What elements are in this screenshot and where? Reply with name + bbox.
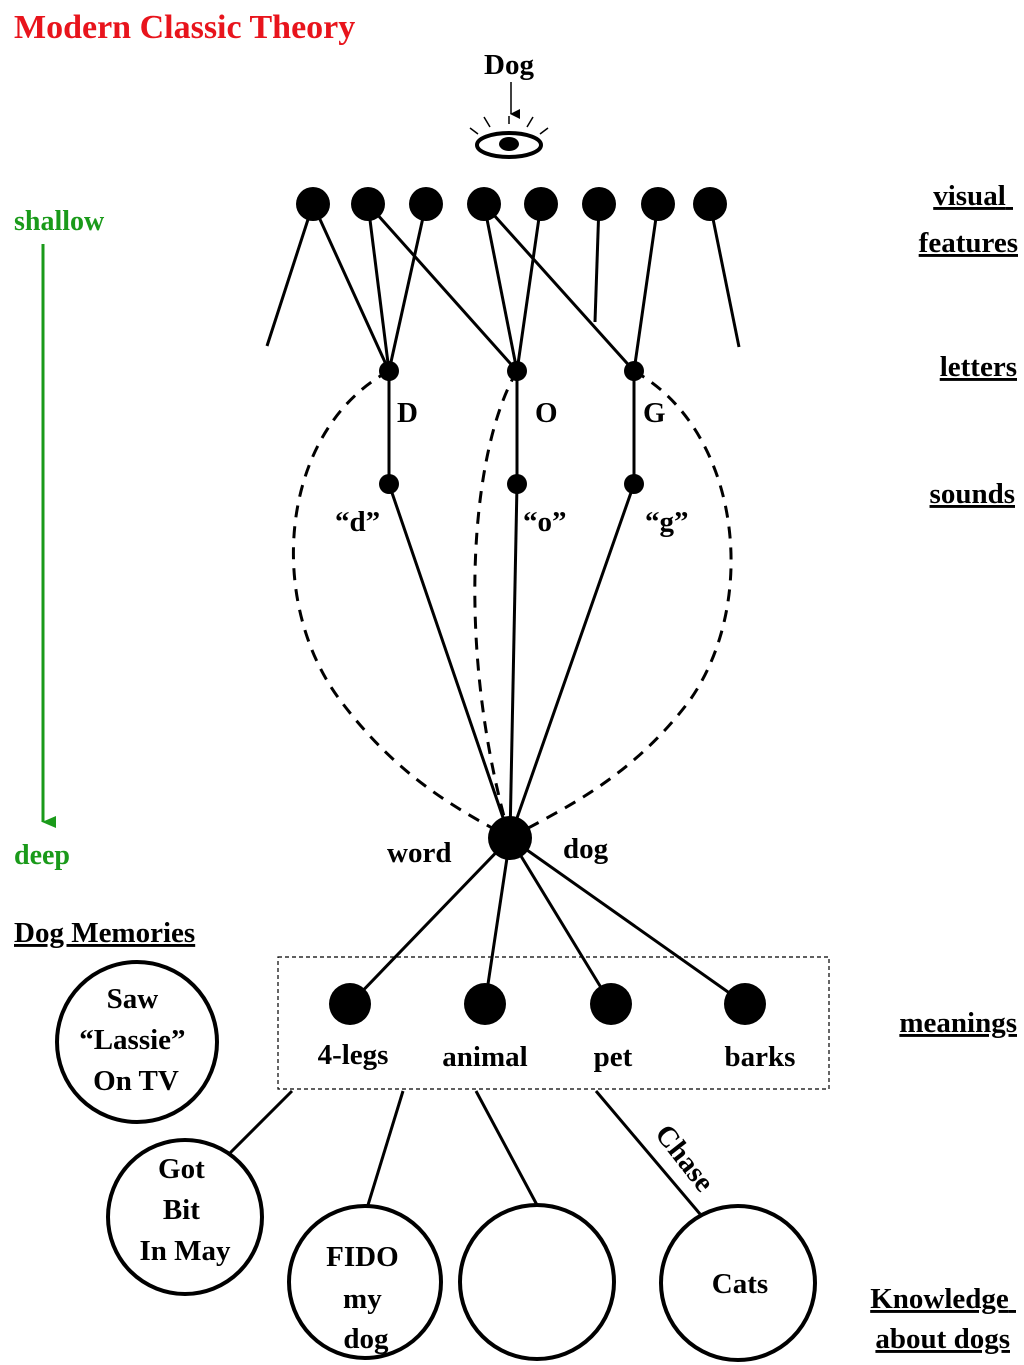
letter-label: O: [535, 397, 558, 429]
letter-nodes: [379, 361, 644, 381]
relation-label: Chase: [648, 1119, 720, 1198]
page-title: Modern Classic Theory: [14, 9, 355, 46]
feature-node: [693, 187, 727, 221]
meanings-box: [277, 956, 830, 1090]
letter-label: G: [643, 397, 666, 429]
knowledge-circle: [287, 1204, 443, 1360]
sound-node: [624, 474, 644, 494]
word-meaning-edges: [348, 836, 746, 1006]
meaning-node: [724, 983, 766, 1025]
level-meanings: meanings: [899, 1007, 1017, 1039]
feature-node: [351, 187, 385, 221]
meaning-nodes: [329, 983, 766, 1025]
feature-node: [524, 187, 558, 221]
sound-word-edges: [387, 483, 636, 839]
sound-label: “o”: [523, 506, 567, 538]
meaning-label: pet: [594, 1041, 633, 1073]
word-node-label: word: [387, 837, 451, 869]
sound-node: [379, 474, 399, 494]
feature-node: [296, 187, 330, 221]
meaning-label: barks: [725, 1041, 796, 1073]
letter-node: [379, 361, 399, 381]
memory-circle: [55, 960, 219, 1124]
direct-letter-word-paths: [291, 369, 733, 840]
eye-icon: [469, 116, 549, 159]
stimulus-word: Dog: [484, 49, 534, 81]
knowledge-edges: [228, 1089, 702, 1215]
knowledge-circle-text: Cats: [712, 1268, 768, 1300]
letter-node: [624, 361, 644, 381]
depth-deep-label: deep: [14, 840, 70, 871]
memory-circle: [106, 1138, 264, 1296]
feature-node: [409, 187, 443, 221]
level-visual-features: visual features: [919, 180, 1018, 259]
memory-circle-text: Saw “Lassie” On TV: [79, 983, 193, 1097]
word-node: [488, 816, 532, 860]
sound-label: “g”: [645, 506, 689, 538]
level-sounds: sounds: [930, 478, 1015, 510]
letter-sound-edges: [387, 371, 636, 484]
depth-shallow-label: shallow: [14, 206, 105, 237]
meaning-node: [329, 983, 371, 1025]
meaning-node: [464, 983, 506, 1025]
feature-letter-edges: [265, 202, 741, 373]
visual-feature-nodes: [296, 187, 727, 221]
sound-label: “d”: [335, 506, 380, 538]
level-letters: letters: [940, 351, 1017, 383]
knowledge-circle: [659, 1204, 817, 1362]
feature-node: [641, 187, 675, 221]
letter-label: D: [397, 397, 418, 429]
memories-heading: Dog Memories: [14, 917, 195, 949]
feature-node: [467, 187, 501, 221]
sound-nodes: [379, 474, 644, 494]
level-knowledge: Knowledge about dogs: [870, 1283, 1016, 1355]
sound-node: [507, 474, 527, 494]
letter-node: [507, 361, 527, 381]
meaning-label: 4-legs: [318, 1039, 389, 1071]
feature-node: [582, 187, 616, 221]
word-node-value: dog: [563, 833, 609, 865]
knowledge-circle-text: FIDO my dog: [326, 1241, 406, 1355]
memory-circle-text: Got Bit In May: [139, 1153, 231, 1267]
knowledge-circle-empty: [458, 1203, 616, 1361]
meaning-node: [590, 983, 632, 1025]
meaning-label: animal: [442, 1041, 527, 1073]
